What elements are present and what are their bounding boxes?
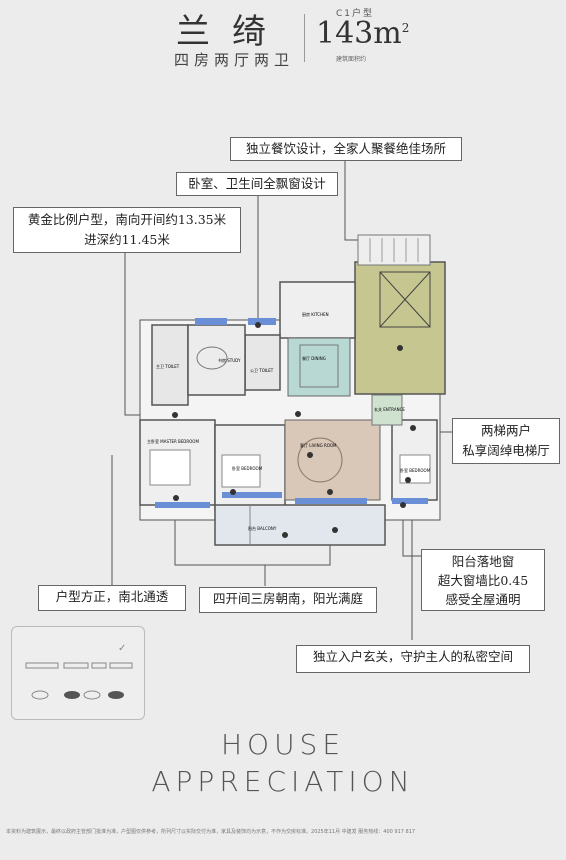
callout-dining: 独立餐饮设计，全家人聚餐绝佳场所: [230, 137, 462, 161]
label-entry: 玄关 ENTRANCE: [374, 406, 405, 412]
area-sup: 2: [401, 21, 410, 35]
callout-golden-line1: 黄金比例户型，南向开间约13.35米: [27, 212, 227, 227]
label-bath1: 主卫 TOILET: [156, 363, 180, 369]
label-kitchen: 厨房 KITCHEN: [302, 311, 329, 317]
page-title: 兰绮: [176, 12, 288, 52]
page-subtitle: 四房两厅两卫: [174, 51, 295, 69]
label-master: 主卧室 MASTER BEDROOM: [147, 438, 199, 444]
footer-disclaimer: 本资料为建筑展示，最终以政府主管部门批准为准，户型图仅供参考，所列尺寸以实际交付…: [6, 829, 416, 835]
label-dining: 餐厅 DINING: [302, 355, 326, 361]
key-plan: ✓: [25, 643, 133, 700]
callout-golden-line2: 进深约11.45米: [84, 232, 170, 247]
callout-elevator-line2: 私享阔绰电梯厅: [462, 443, 550, 458]
header-divider: [304, 14, 305, 62]
callout-balcony-line3: 感受全屋通明: [445, 592, 521, 607]
label-bedroom-se: 卧室 BEDROOM: [400, 467, 431, 473]
label-balcony: 阳台 BALCONY: [248, 525, 277, 531]
label-bedroom-s: 卧室 BEDROOM: [232, 465, 263, 471]
svg-text:✓: ✓: [118, 643, 126, 654]
callout-entrance: 独立入户玄关，守护主人的私密空间: [296, 645, 530, 673]
callout-square: 户型方正，南北通透: [38, 585, 186, 611]
area-value: 143: [316, 16, 374, 51]
label-bath2: 公卫 TOILET: [250, 368, 274, 373]
label-living: 客厅 LIVING ROOM: [300, 442, 337, 448]
brand-line1: HOUSE: [220, 728, 346, 761]
callout-balcony: 阳台落地窗 超大窗墙比0.45 感受全屋通明: [421, 549, 545, 611]
unit-area: 143m2: [316, 16, 409, 51]
callout-balcony-line2: 超大窗墙比0.45: [437, 573, 529, 588]
elevator-hall: [354, 261, 446, 395]
label-study: 书房 STUDY: [218, 357, 241, 363]
callout-balcony-line1: 阳台落地窗: [451, 554, 515, 569]
callout-golden-ratio: 黄金比例户型，南向开间约13.35米 进深约11.45米: [13, 207, 241, 253]
key-plan-box: ✓: [11, 626, 145, 720]
unit-type: C1户型: [336, 9, 375, 19]
area-unit: m: [373, 16, 402, 51]
area-note: 建筑面积约: [336, 56, 367, 63]
brand-line2: APPRECIATION: [151, 765, 415, 798]
callout-elevator: 两梯两户 私享阔绰电梯厅: [452, 418, 560, 464]
callout-south-facing: 四开间三房朝南，阳光满庭: [199, 587, 377, 613]
callout-bay-window: 卧室、卫生间全飘窗设计: [176, 172, 338, 196]
callout-elevator-line1: 两梯两户: [480, 423, 531, 438]
